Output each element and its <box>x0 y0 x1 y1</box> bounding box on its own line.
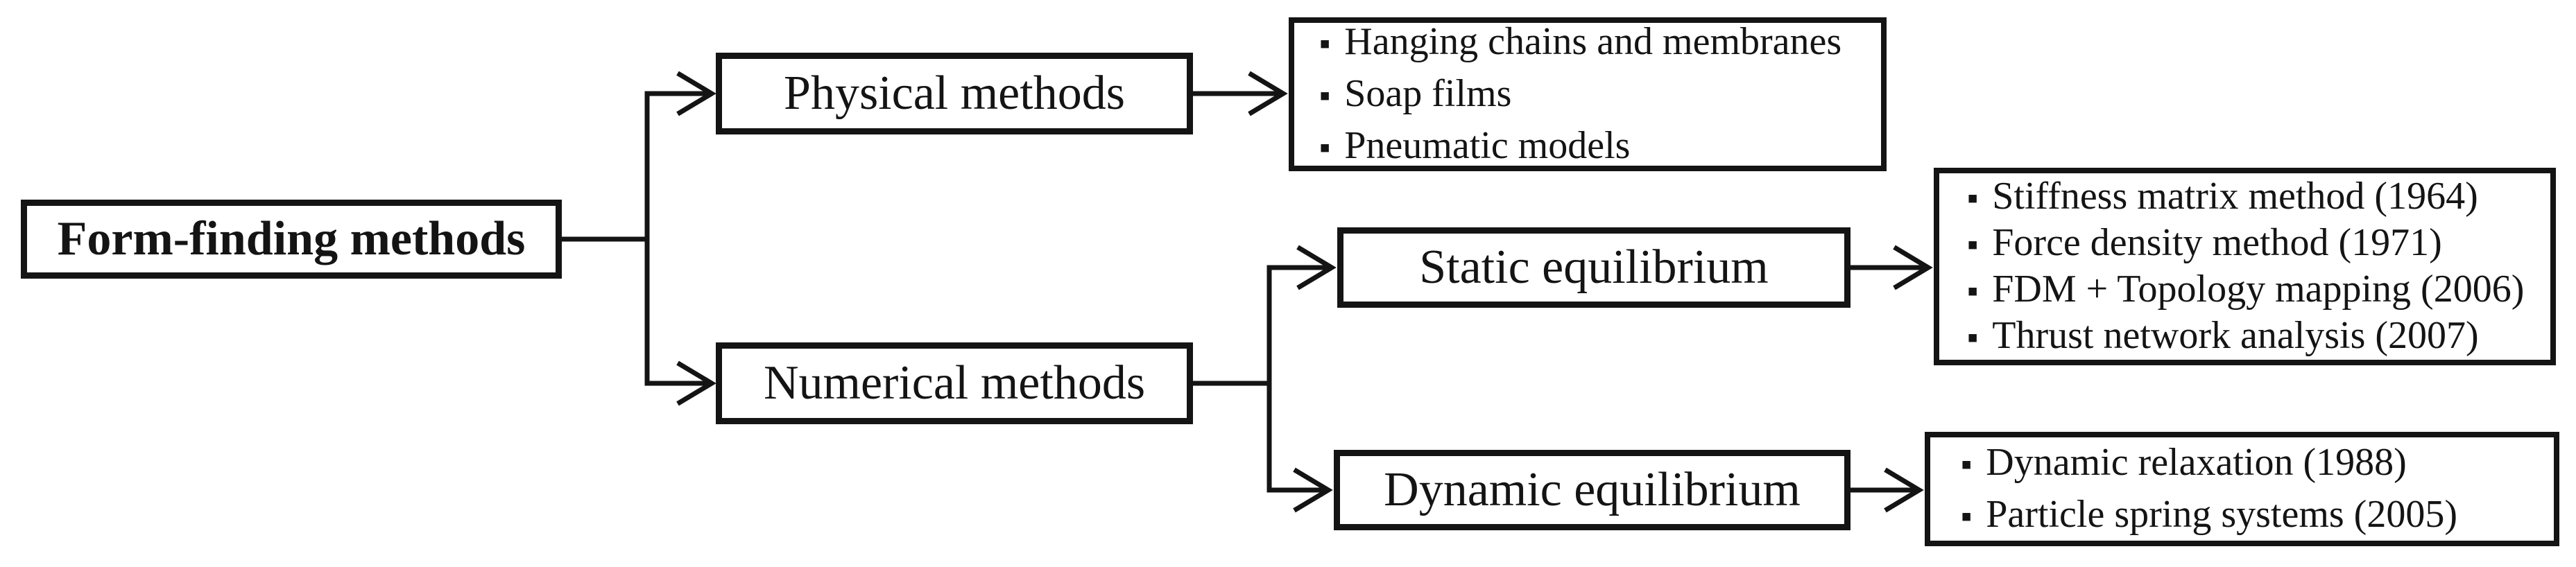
list-item: ▪ Stiffness matrix method (1964) <box>1967 174 2550 220</box>
node-dynamic-equilibrium-label: Dynamic equilibrium <box>1384 463 1801 516</box>
node-physical-methods-label: Physical methods <box>784 67 1125 120</box>
list-item: ▪ Particle spring systems (2005) <box>1961 489 2554 541</box>
node-numerical-methods-label: Numerical methods <box>763 356 1146 410</box>
node-dynamic-equilibrium: Dynamic equilibrium <box>1334 450 1851 530</box>
node-physical-methods: Physical methods <box>716 53 1193 134</box>
list-item: ▪ Pneumatic models <box>1319 121 1881 173</box>
list-item-text: Soap films <box>1344 71 1512 115</box>
list-physical-methods: ▪ Hanging chains and membranes ▪ Soap fi… <box>1289 17 1887 171</box>
list-item: ▪ Force density method (1971) <box>1967 220 2550 267</box>
list-item-text: Stiffness matrix method (1964) <box>1992 174 2478 218</box>
node-static-equilibrium-label: Static equilibrium <box>1419 241 1769 294</box>
connector-root-to-numerical <box>644 239 716 406</box>
bullet-icon: ▪ <box>1961 446 1973 482</box>
list-item-text: Thrust network analysis (2007) <box>1992 313 2479 357</box>
bullet-icon: ▪ <box>1967 319 1979 355</box>
list-item: ▪ Soap films <box>1319 69 1881 121</box>
list-static-equilibrium: ▪ Stiffness matrix method (1964) ▪ Force… <box>1934 168 2556 365</box>
list-item: ▪ Hanging chains and membranes <box>1319 17 1881 69</box>
list-item-text: Pneumatic models <box>1344 123 1631 167</box>
connector-numerical-to-dynamic <box>1266 383 1333 513</box>
bullet-icon: ▪ <box>1967 180 1979 216</box>
bullet-icon: ▪ <box>1319 77 1331 113</box>
list-item-text: Hanging chains and membranes <box>1344 19 1842 63</box>
list-item-text: FDM + Topology mapping (2006) <box>1992 267 2525 311</box>
node-form-finding-methods-label: Form-finding methods <box>57 212 526 265</box>
node-form-finding-methods: Form-finding methods <box>21 200 562 279</box>
bullet-icon: ▪ <box>1319 129 1331 165</box>
bullet-icon: ▪ <box>1319 25 1331 61</box>
list-item-text: Particle spring systems (2005) <box>1986 492 2457 536</box>
connector-numerical-to-static <box>1266 245 1337 383</box>
node-static-equilibrium: Static equilibrium <box>1337 227 1851 308</box>
list-item: ▪ FDM + Topology mapping (2006) <box>1967 267 2550 313</box>
list-dynamic-equilibrium: ▪ Dynamic relaxation (1988) ▪ Particle s… <box>1925 432 2559 546</box>
node-numerical-methods: Numerical methods <box>716 342 1193 424</box>
bullet-icon: ▪ <box>1967 226 1979 262</box>
list-item-text: Dynamic relaxation (1988) <box>1986 440 2407 484</box>
bullet-icon: ▪ <box>1961 498 1973 534</box>
list-item: ▪ Thrust network analysis (2007) <box>1967 313 2550 360</box>
list-item-text: Force density method (1971) <box>1992 220 2442 264</box>
bullet-icon: ▪ <box>1967 272 1979 308</box>
connector-root-to-physical <box>644 71 716 239</box>
list-item: ▪ Dynamic relaxation (1988) <box>1961 437 2554 489</box>
